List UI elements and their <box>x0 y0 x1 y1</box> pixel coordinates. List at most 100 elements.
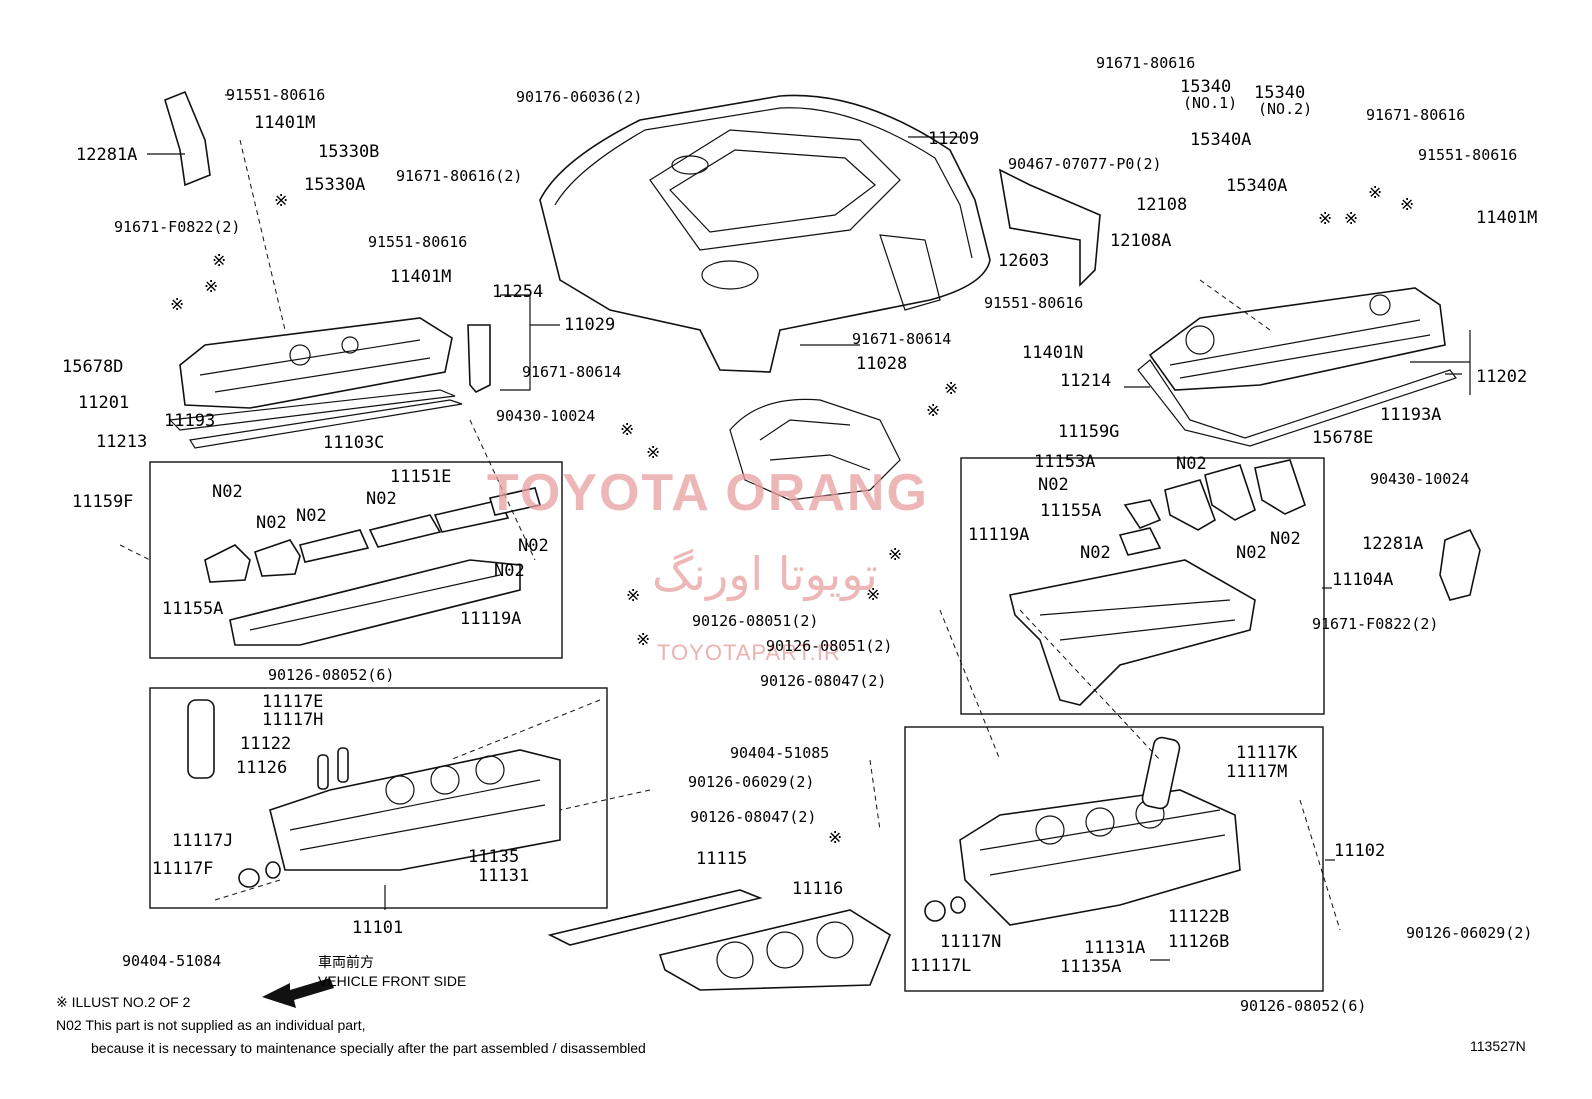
part-label[interactable]: 11401N <box>1022 343 1083 363</box>
part-label[interactable]: N02 <box>256 513 287 533</box>
part-label[interactable]: 12603 <box>998 251 1049 271</box>
part-label[interactable]: 11401M <box>1476 208 1537 228</box>
part-label[interactable]: 11122 <box>240 734 291 754</box>
part-label[interactable]: N02 <box>1270 529 1301 549</box>
part-label[interactable]: 91671-80614 <box>522 363 621 381</box>
part-label[interactable]: 11116 <box>792 879 843 899</box>
part-label[interactable]: 11201 <box>78 393 129 413</box>
part-label[interactable]: 15340 <box>1254 83 1305 103</box>
part-label[interactable]: 90126-06029(2) <box>1406 924 1532 942</box>
part-label[interactable]: 90430-10024 <box>1370 470 1469 488</box>
part-label[interactable]: 15678D <box>62 357 123 377</box>
part-label[interactable]: 11214 <box>1060 371 1111 391</box>
part-label[interactable]: 11202 <box>1476 367 1527 387</box>
part-label[interactable]: 12108A <box>1110 231 1171 251</box>
part-label[interactable]: 11117K <box>1236 743 1298 763</box>
part-label[interactable]: 90404-51085 <box>730 744 829 762</box>
cylinder-head-right-illustration <box>924 736 1241 926</box>
part-label[interactable]: 11115 <box>696 849 747 869</box>
part-label[interactable]: N02 <box>494 561 525 581</box>
head-gasket-illustration <box>547 889 891 991</box>
part-label[interactable]: 91551-80616 <box>226 86 325 104</box>
part-label[interactable]: 11126 <box>236 758 287 778</box>
part-label[interactable]: 11193A <box>1380 405 1441 425</box>
part-label[interactable]: N02 <box>366 489 397 509</box>
part-label[interactable]: 11401M <box>254 113 315 133</box>
part-label[interactable]: 15340A <box>1190 130 1251 150</box>
part-label[interactable]: 11135A <box>1060 957 1121 977</box>
part-label[interactable]: 90430-10024 <box>496 407 595 425</box>
part-label[interactable]: 91551-80616 <box>1418 146 1517 164</box>
part-label[interactable]: 11103C <box>323 433 384 453</box>
part-label[interactable]: 90126-08052(6) <box>268 666 394 684</box>
part-label[interactable]: 91671-80616 <box>1096 54 1195 72</box>
part-label[interactable]: 91671-F0822(2) <box>1312 615 1438 633</box>
part-label[interactable]: 11122B <box>1168 907 1229 927</box>
part-label[interactable]: 11119A <box>460 609 521 629</box>
part-label[interactable]: 11117J <box>172 831 233 851</box>
part-label[interactable]: 11131A <box>1084 938 1145 958</box>
part-label[interactable]: 11209 <box>928 129 979 149</box>
part-label[interactable]: 11117N <box>940 932 1001 952</box>
part-label[interactable]: N02 <box>296 506 327 526</box>
part-label[interactable]: 12108 <box>1136 195 1187 215</box>
part-label[interactable]: 12281A <box>76 145 137 165</box>
group-box-11104a <box>960 457 1325 715</box>
part-label[interactable]: 11151E <box>390 467 451 487</box>
part-label[interactable]: N02 <box>1176 454 1207 474</box>
part-label[interactable]: 11153A <box>1034 452 1095 472</box>
part-label[interactable]: 11101 <box>352 918 403 938</box>
part-label[interactable]: 91551-80616 <box>984 294 1083 312</box>
part-label[interactable]: 11102 <box>1334 841 1385 861</box>
part-label[interactable]: N02 <box>212 482 243 502</box>
part-label[interactable]: N02 <box>1038 475 1069 495</box>
part-label[interactable]: 11126B <box>1168 932 1229 952</box>
part-label[interactable]: 11117E <box>262 692 323 712</box>
part-label[interactable]: 90126-06029(2) <box>688 773 814 791</box>
part-label[interactable]: N02 <box>518 536 549 556</box>
part-label[interactable]: 11131 <box>478 866 529 886</box>
part-label[interactable]: 90176-06036(2) <box>516 88 642 106</box>
part-label[interactable]: 91551-80616 <box>368 233 467 251</box>
part-label[interactable]: 15340 <box>1180 77 1231 97</box>
part-label[interactable]: 11117H <box>262 710 323 730</box>
part-label[interactable]: 15340A <box>1226 176 1287 196</box>
part-label[interactable]: 11117F <box>152 859 213 879</box>
part-label[interactable]: 90126-08051(2) <box>692 612 818 630</box>
part-label[interactable]: 91671-80614 <box>852 330 951 348</box>
part-label[interactable]: 90126-08052(6) <box>1240 997 1366 1015</box>
part-label[interactable]: 91671-F0822(2) <box>114 218 240 236</box>
part-label[interactable]: 11117L <box>910 956 971 976</box>
part-label[interactable]: 11401M <box>390 267 451 287</box>
part-label[interactable]: 15678E <box>1312 428 1373 448</box>
part-label[interactable]: 90126-08047(2) <box>760 672 886 690</box>
part-label[interactable]: 15330A <box>304 175 365 195</box>
part-label[interactable]: 11104A <box>1332 570 1393 590</box>
part-label[interactable]: (NO.1) <box>1183 94 1237 112</box>
part-label[interactable]: 15330B <box>318 142 379 162</box>
part-label[interactable]: 11213 <box>96 432 147 452</box>
part-label[interactable]: 11135 <box>468 847 519 867</box>
part-label[interactable]: 11159F <box>72 492 133 512</box>
part-label[interactable]: 91671-80616(2) <box>396 167 522 185</box>
part-label[interactable]: N02 <box>1080 543 1111 563</box>
part-label[interactable]: 11119A <box>968 525 1029 545</box>
cam-housing-right-illustration <box>1009 459 1306 706</box>
part-label[interactable]: 90126-08047(2) <box>690 808 816 826</box>
part-label[interactable]: 11028 <box>856 354 907 374</box>
reference-mark: ※ <box>170 295 184 315</box>
part-label[interactable]: 12281A <box>1362 534 1423 554</box>
part-label[interactable]: 11193 <box>164 411 215 431</box>
part-label[interactable]: (NO.2) <box>1258 100 1312 118</box>
part-label[interactable]: 11029 <box>564 315 615 335</box>
part-label[interactable]: 11155A <box>1040 501 1101 521</box>
part-label[interactable]: N02 <box>1236 543 1267 563</box>
part-label[interactable]: 90467-07077-P0(2) <box>1008 155 1162 173</box>
part-label[interactable]: 91671-80616 <box>1366 106 1465 124</box>
part-label[interactable]: 11155A <box>162 599 223 619</box>
part-label[interactable]: 90126-08051(2) <box>766 637 892 655</box>
part-label[interactable]: 11254 <box>492 282 543 302</box>
part-label[interactable]: 90404-51084 <box>122 952 221 970</box>
part-label[interactable]: 11159G <box>1058 422 1119 442</box>
part-label[interactable]: 11117M <box>1226 762 1287 782</box>
